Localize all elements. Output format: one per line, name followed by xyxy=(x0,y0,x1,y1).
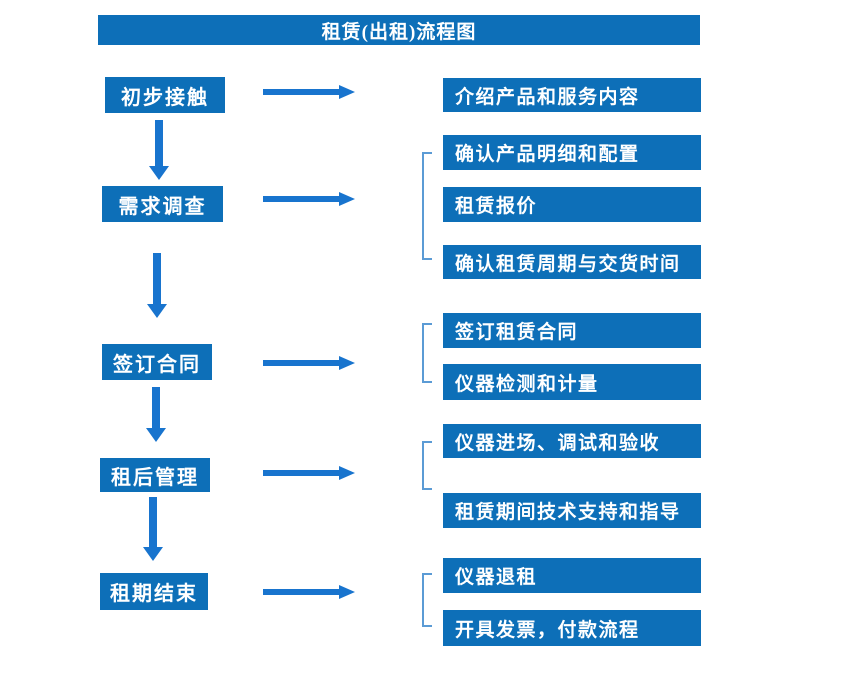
down-arrow-step1-step2 xyxy=(149,120,169,180)
arrow-shaft xyxy=(155,120,163,167)
group-bracket-demand-survey xyxy=(422,152,432,260)
arrow-head xyxy=(339,356,355,370)
group-bracket-post-rental xyxy=(422,441,432,490)
down-arrow-step4-step5 xyxy=(143,497,163,561)
output-box-confirm-rental-period-delivery: 确认租赁周期与交货时间 xyxy=(443,245,701,279)
step-box-post-rental-management: 租后管理 xyxy=(100,458,210,492)
arrow-shaft xyxy=(153,253,161,305)
arrow-head xyxy=(339,466,355,480)
output-box-instrument-return: 仪器退租 xyxy=(443,558,701,593)
output-box-introduce-products-services: 介绍产品和服务内容 xyxy=(443,78,701,112)
right-arrow-step2 xyxy=(263,192,355,206)
right-arrow-step4 xyxy=(263,466,355,480)
arrow-shaft xyxy=(152,387,160,429)
output-box-rental-quotation: 租赁报价 xyxy=(443,187,701,222)
arrow-shaft xyxy=(263,589,341,595)
arrow-head xyxy=(339,585,355,599)
step-box-sign-contract: 签订合同 xyxy=(102,344,212,380)
arrow-shaft xyxy=(149,497,157,548)
arrow-head xyxy=(149,166,169,180)
output-box-instrument-testing-measurement: 仪器检测和计量 xyxy=(443,364,701,400)
output-box-sign-rental-contract: 签订租赁合同 xyxy=(443,313,701,348)
right-arrow-step3 xyxy=(263,356,355,370)
arrow-head xyxy=(147,304,167,318)
output-box-technical-support-guidance: 租赁期间技术支持和指导 xyxy=(443,493,701,528)
right-arrow-step5 xyxy=(263,585,355,599)
arrow-shaft xyxy=(263,470,341,476)
down-arrow-step2-step3 xyxy=(147,253,167,318)
arrow-shaft xyxy=(263,196,341,202)
down-arrow-step3-step4 xyxy=(146,387,166,442)
right-arrow-step1 xyxy=(263,85,355,99)
step-box-demand-survey: 需求调查 xyxy=(102,186,223,222)
flowchart-title: 租赁(出租)流程图 xyxy=(98,15,700,45)
arrow-shaft xyxy=(263,89,341,95)
arrow-shaft xyxy=(263,360,341,366)
arrow-head xyxy=(146,428,166,442)
arrow-head xyxy=(339,85,355,99)
output-box-confirm-product-details: 确认产品明细和配置 xyxy=(443,135,701,170)
output-box-invoice-payment-process: 开具发票，付款流程 xyxy=(443,610,701,646)
arrow-head xyxy=(143,547,163,561)
arrow-head xyxy=(339,192,355,206)
group-bracket-rental-end xyxy=(422,573,432,627)
output-box-instrument-entry-commissioning: 仪器进场、调试和验收 xyxy=(443,424,701,458)
step-box-rental-end: 租期结束 xyxy=(100,573,208,610)
step-box-initial-contact: 初步接触 xyxy=(105,77,225,113)
group-bracket-sign-contract xyxy=(422,323,432,383)
